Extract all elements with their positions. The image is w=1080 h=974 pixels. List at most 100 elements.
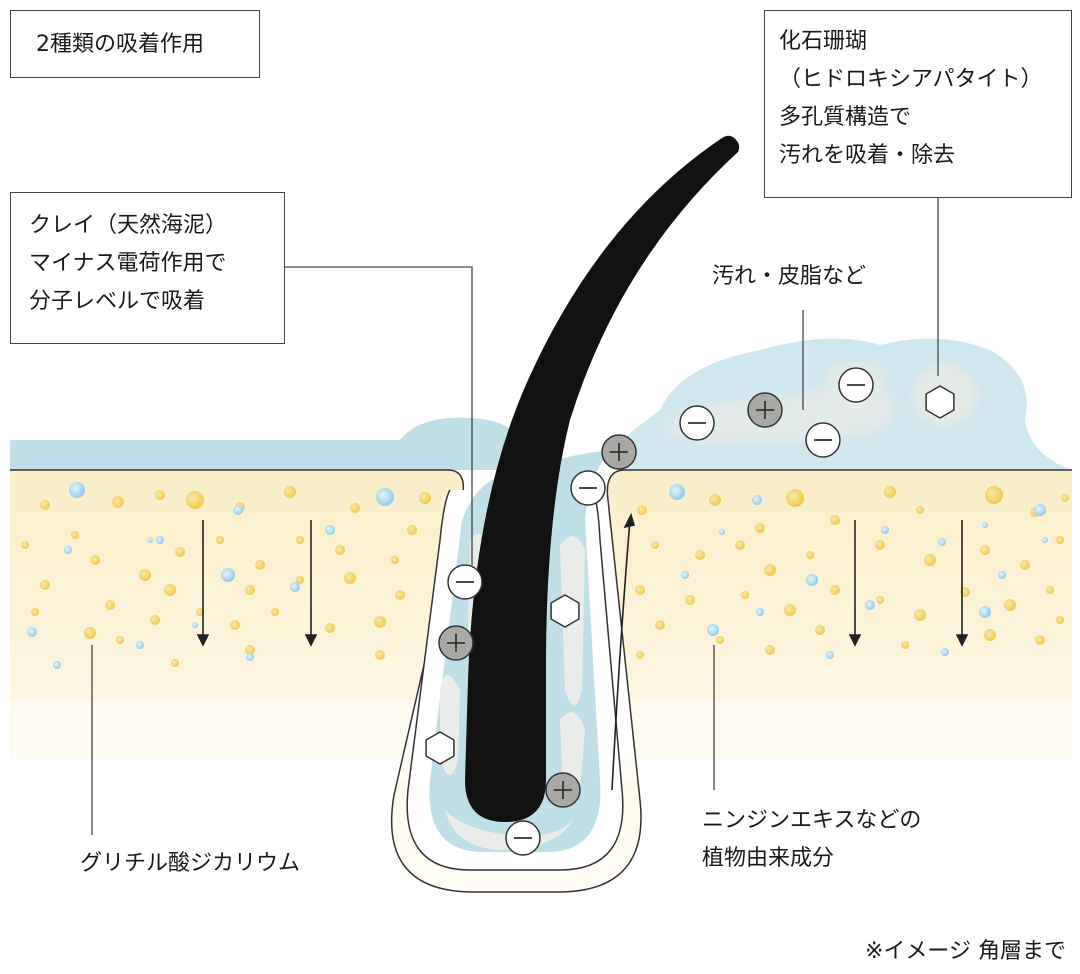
minus-charge-icon xyxy=(570,470,606,506)
yellow-particle xyxy=(296,576,304,584)
yellow-particle xyxy=(1004,599,1016,611)
yellow-particle xyxy=(924,554,936,566)
yellow-particle xyxy=(651,541,659,549)
plus-charge-icon xyxy=(601,434,637,470)
arrows xyxy=(196,512,969,791)
yellow-particle xyxy=(980,545,990,555)
yellow-particle xyxy=(150,615,160,625)
yellow-particle xyxy=(884,486,896,498)
yellow-particle xyxy=(284,486,296,498)
blue-particle xyxy=(982,522,988,528)
yellow-particle xyxy=(40,580,50,590)
blue-particle xyxy=(221,568,235,582)
yellow-particle xyxy=(635,585,645,595)
yellow-particle xyxy=(1046,586,1054,594)
yellow-particle xyxy=(196,608,204,616)
blue-particle xyxy=(752,495,762,505)
porous-particle-icon xyxy=(550,594,580,628)
coral-line-1: 化石珊瑚 xyxy=(779,29,868,54)
yellow-particle xyxy=(784,604,796,616)
clay-line-3: 分子レベルで吸着 xyxy=(29,289,206,314)
porous-particle-icon xyxy=(925,385,955,419)
dirt-label: 汚れ・皮脂など xyxy=(712,258,866,296)
yellow-particle xyxy=(350,503,360,513)
yellow-particle xyxy=(271,608,279,616)
blue-particle xyxy=(246,653,254,661)
clay-box: クレイ（天然海泥） マイナス電荷作用で 分子レベルで吸着 xyxy=(10,192,285,344)
yellow-particle xyxy=(806,551,814,559)
blue-particle xyxy=(998,571,1006,579)
blue-particle xyxy=(233,505,243,515)
yellow-particle xyxy=(395,590,405,600)
yellow-particle xyxy=(876,596,884,604)
yellow-particle xyxy=(40,500,50,510)
plus-charge-icon xyxy=(747,392,783,428)
skin-layer xyxy=(10,470,1072,892)
yellow-particle xyxy=(1035,635,1045,645)
yellow-particle xyxy=(984,629,996,641)
yellow-particle xyxy=(755,523,765,533)
blue-particle xyxy=(136,641,144,649)
yellow-particle xyxy=(875,540,885,550)
yellow-particle xyxy=(90,555,100,565)
yellow-particle xyxy=(637,505,647,515)
yellow-particle xyxy=(164,584,176,596)
blue-particle xyxy=(64,546,72,554)
yellow-particle xyxy=(716,636,724,644)
blue-particle xyxy=(979,606,991,618)
clay-line-2: マイナス電荷作用で xyxy=(29,251,227,276)
minus-charge-icon xyxy=(447,564,483,600)
yellow-particle xyxy=(391,556,399,564)
yellow-particle xyxy=(830,515,840,525)
plant-label-line-1: ニンジンエキスなどの xyxy=(702,808,922,833)
blue-particle xyxy=(325,525,335,535)
yellow-particle xyxy=(374,616,386,628)
plant-label-line-2: 植物由来成分 xyxy=(702,846,835,871)
yellow-particle xyxy=(901,641,909,649)
charge-symbols xyxy=(425,367,955,856)
yellow-particle xyxy=(655,620,665,630)
yellow-particle xyxy=(916,506,924,514)
yellow-particle xyxy=(1056,536,1064,544)
yellow-particle xyxy=(31,608,39,616)
yellow-particle xyxy=(139,569,151,581)
clay-leader-line xyxy=(285,266,473,565)
blue-particle xyxy=(1034,504,1046,516)
yellow-particle xyxy=(344,572,356,584)
blue-particle xyxy=(719,529,725,535)
title-text: 2種類の吸着作用 xyxy=(36,32,204,57)
blue-particle xyxy=(290,582,300,592)
glycyrrhizinate-label: グリチル酸ジカリウム xyxy=(80,845,300,883)
footnote-text: ※イメージ 角層まで xyxy=(865,939,1066,964)
blue-particle xyxy=(941,648,949,656)
yellow-particle xyxy=(335,545,345,555)
yellow-particle xyxy=(375,650,385,660)
plant-label: ニンジンエキスなどの 植物由来成分 xyxy=(702,802,921,878)
yellow-particle xyxy=(71,531,79,539)
footnote: ※イメージ 角層まで xyxy=(865,933,1066,971)
blue-particle xyxy=(669,484,685,500)
blue-particle xyxy=(681,571,689,579)
coral-box: 化石珊瑚 （ヒドロキシアパタイト） 多孔質構造で 汚れを吸着・除去 xyxy=(764,10,1072,198)
blue-particle xyxy=(156,536,164,544)
yellow-particle xyxy=(685,595,695,605)
yellow-particle xyxy=(216,536,224,544)
yellow-particle xyxy=(407,525,417,535)
blue-particle xyxy=(376,488,394,506)
yellow-particle xyxy=(815,625,825,635)
leader-lines xyxy=(91,198,939,835)
down-arrow-3 xyxy=(848,520,862,647)
yellow-particle xyxy=(1056,616,1064,624)
yellow-particle xyxy=(21,541,29,549)
minus-charge-icon xyxy=(838,367,874,403)
hair-shaft xyxy=(465,135,740,822)
coral-line-2: （ヒドロキシアパタイト） xyxy=(779,67,1043,92)
yellow-particle xyxy=(764,564,776,576)
up-arrow-follicle xyxy=(611,512,636,791)
dirt-label-text: 汚れ・皮脂など xyxy=(712,264,867,289)
blue-particle xyxy=(806,574,818,586)
blue-particle xyxy=(53,661,61,669)
yellow-particle xyxy=(636,651,644,659)
follicle-light-band-4 xyxy=(445,810,575,850)
blue-particle xyxy=(707,624,719,636)
